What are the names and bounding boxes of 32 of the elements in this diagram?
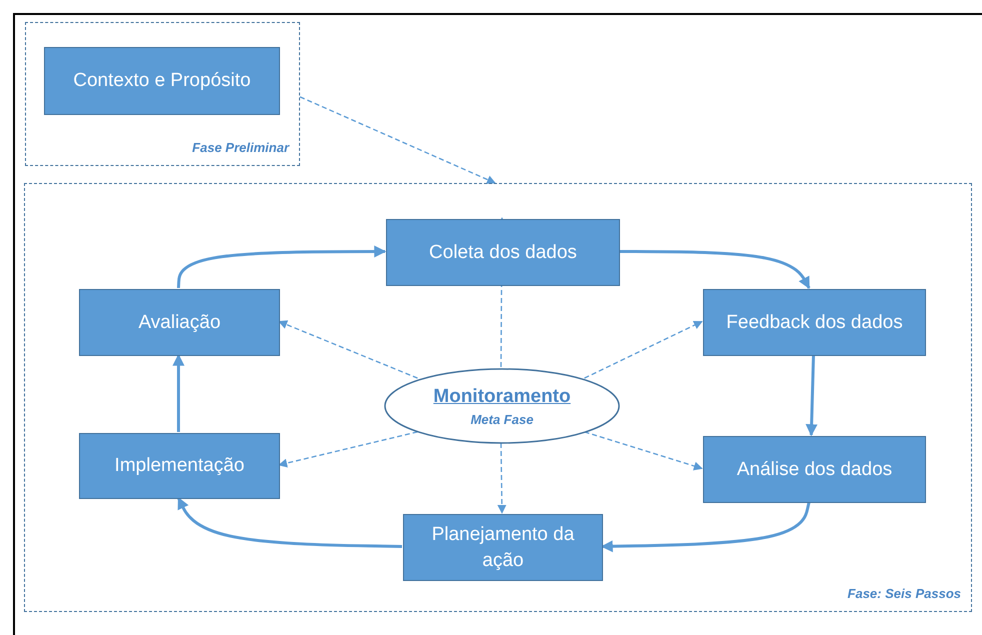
process-box bbox=[44, 47, 280, 115]
process-box bbox=[403, 514, 603, 581]
arrow bbox=[177, 246, 386, 288]
process-box bbox=[703, 289, 926, 356]
arrow bbox=[584, 431, 703, 470]
process-box bbox=[79, 289, 280, 356]
arrow bbox=[300, 96, 496, 184]
step-label: Coleta dos dados bbox=[429, 240, 577, 265]
phase-frame bbox=[25, 22, 300, 166]
arrow bbox=[172, 354, 184, 432]
step-label: Avaliação bbox=[138, 310, 221, 335]
ellipse-subtitle: Meta Fase bbox=[470, 412, 534, 426]
process-box bbox=[386, 219, 620, 286]
phase-label: Fase: Seis Passos bbox=[848, 586, 961, 601]
step-label: Análise dos dados bbox=[736, 458, 892, 482]
arrow bbox=[619, 250, 810, 290]
phase-label: Fase Preliminar bbox=[192, 140, 289, 155]
arrow bbox=[497, 443, 506, 514]
monitoring-ellipse bbox=[384, 368, 620, 444]
arrow bbox=[278, 431, 418, 468]
step-label: Feedback dos dados bbox=[726, 310, 903, 335]
step-label: Planejamento da ação bbox=[430, 522, 576, 572]
process-box bbox=[79, 433, 280, 499]
arrow bbox=[278, 320, 418, 379]
phase-frame bbox=[24, 183, 972, 612]
arrow bbox=[584, 320, 703, 379]
process-box bbox=[703, 436, 926, 503]
step-label: Contexto e Propósito bbox=[73, 69, 251, 94]
arrow bbox=[806, 354, 818, 436]
step-label: Implementação bbox=[114, 454, 244, 478]
ellipse-title: Monitoramento bbox=[433, 386, 571, 408]
arrow bbox=[177, 496, 402, 548]
